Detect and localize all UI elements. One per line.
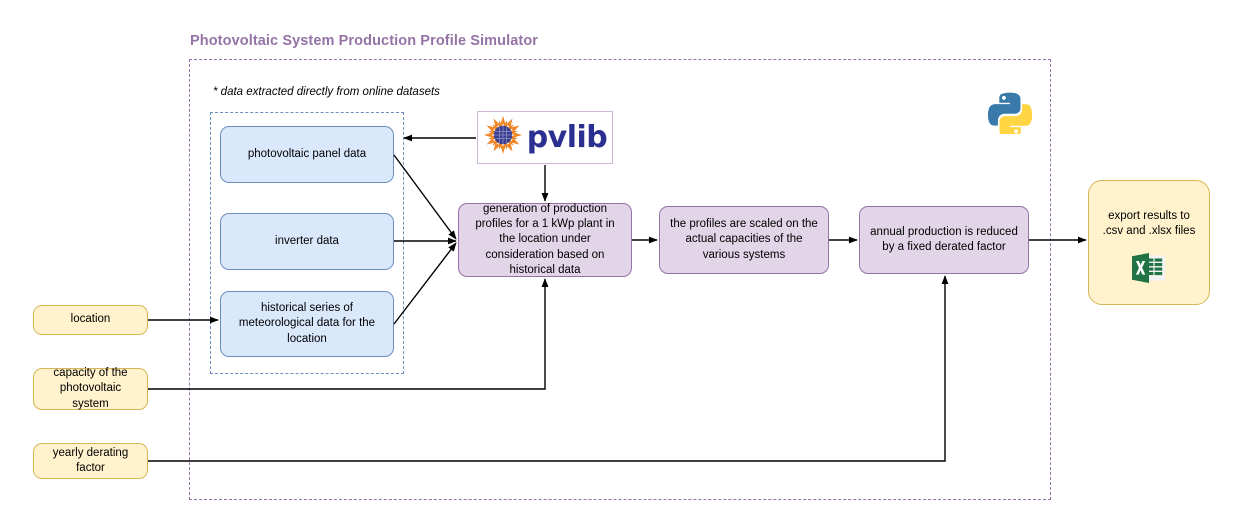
node-inverter-data[interactable]: inverter data (220, 213, 394, 270)
node-label: yearly derating factor (52, 446, 129, 474)
node-label: historical series of meteorological data… (238, 302, 376, 345)
pvlib-sun-icon (483, 115, 523, 160)
node-label: export results to .csv and .xlsx files (1102, 210, 1196, 238)
node-label: the profiles are scaled on the actual ca… (670, 218, 818, 261)
node-label: annual production is reduced by a fixed … (870, 225, 1018, 253)
node-annual-production-derated[interactable]: annual production is reduced by a fixed … (859, 206, 1029, 274)
node-label: photovoltaic panel data (247, 147, 367, 160)
pvlib-wordmark: pvlib (526, 119, 608, 155)
node-profiles-scaled-to-capacities[interactable]: the profiles are scaled on the actual ca… (659, 206, 829, 274)
node-label: generation of production profiles for a … (475, 203, 615, 276)
node-label: location (70, 313, 111, 326)
node-label: inverter data (275, 234, 339, 247)
node-photovoltaic-panel-data[interactable]: photovoltaic panel data (220, 126, 394, 183)
datasets-note: * data extracted directly from online da… (213, 86, 440, 98)
node-historical-meteorological-data[interactable]: historical series of meteorological data… (220, 291, 394, 357)
pvlib-logo: pvlib (477, 111, 613, 164)
page-title: Photovoltaic System Production Profile S… (190, 33, 539, 49)
node-generation-of-production-profiles[interactable]: generation of production profiles for a … (458, 203, 632, 277)
node-input-capacity[interactable]: capacity of the photovoltaic system (33, 367, 148, 410)
node-input-location[interactable]: location (33, 305, 148, 335)
node-label: capacity of the photovoltaic system (53, 367, 128, 410)
python-logo (987, 90, 1033, 138)
node-input-yearly-derating-factor[interactable]: yearly derating factor (33, 443, 148, 479)
node-export-results[interactable]: export results to .csv and .xlsx files (1088, 180, 1210, 305)
excel-icon (1132, 252, 1166, 289)
